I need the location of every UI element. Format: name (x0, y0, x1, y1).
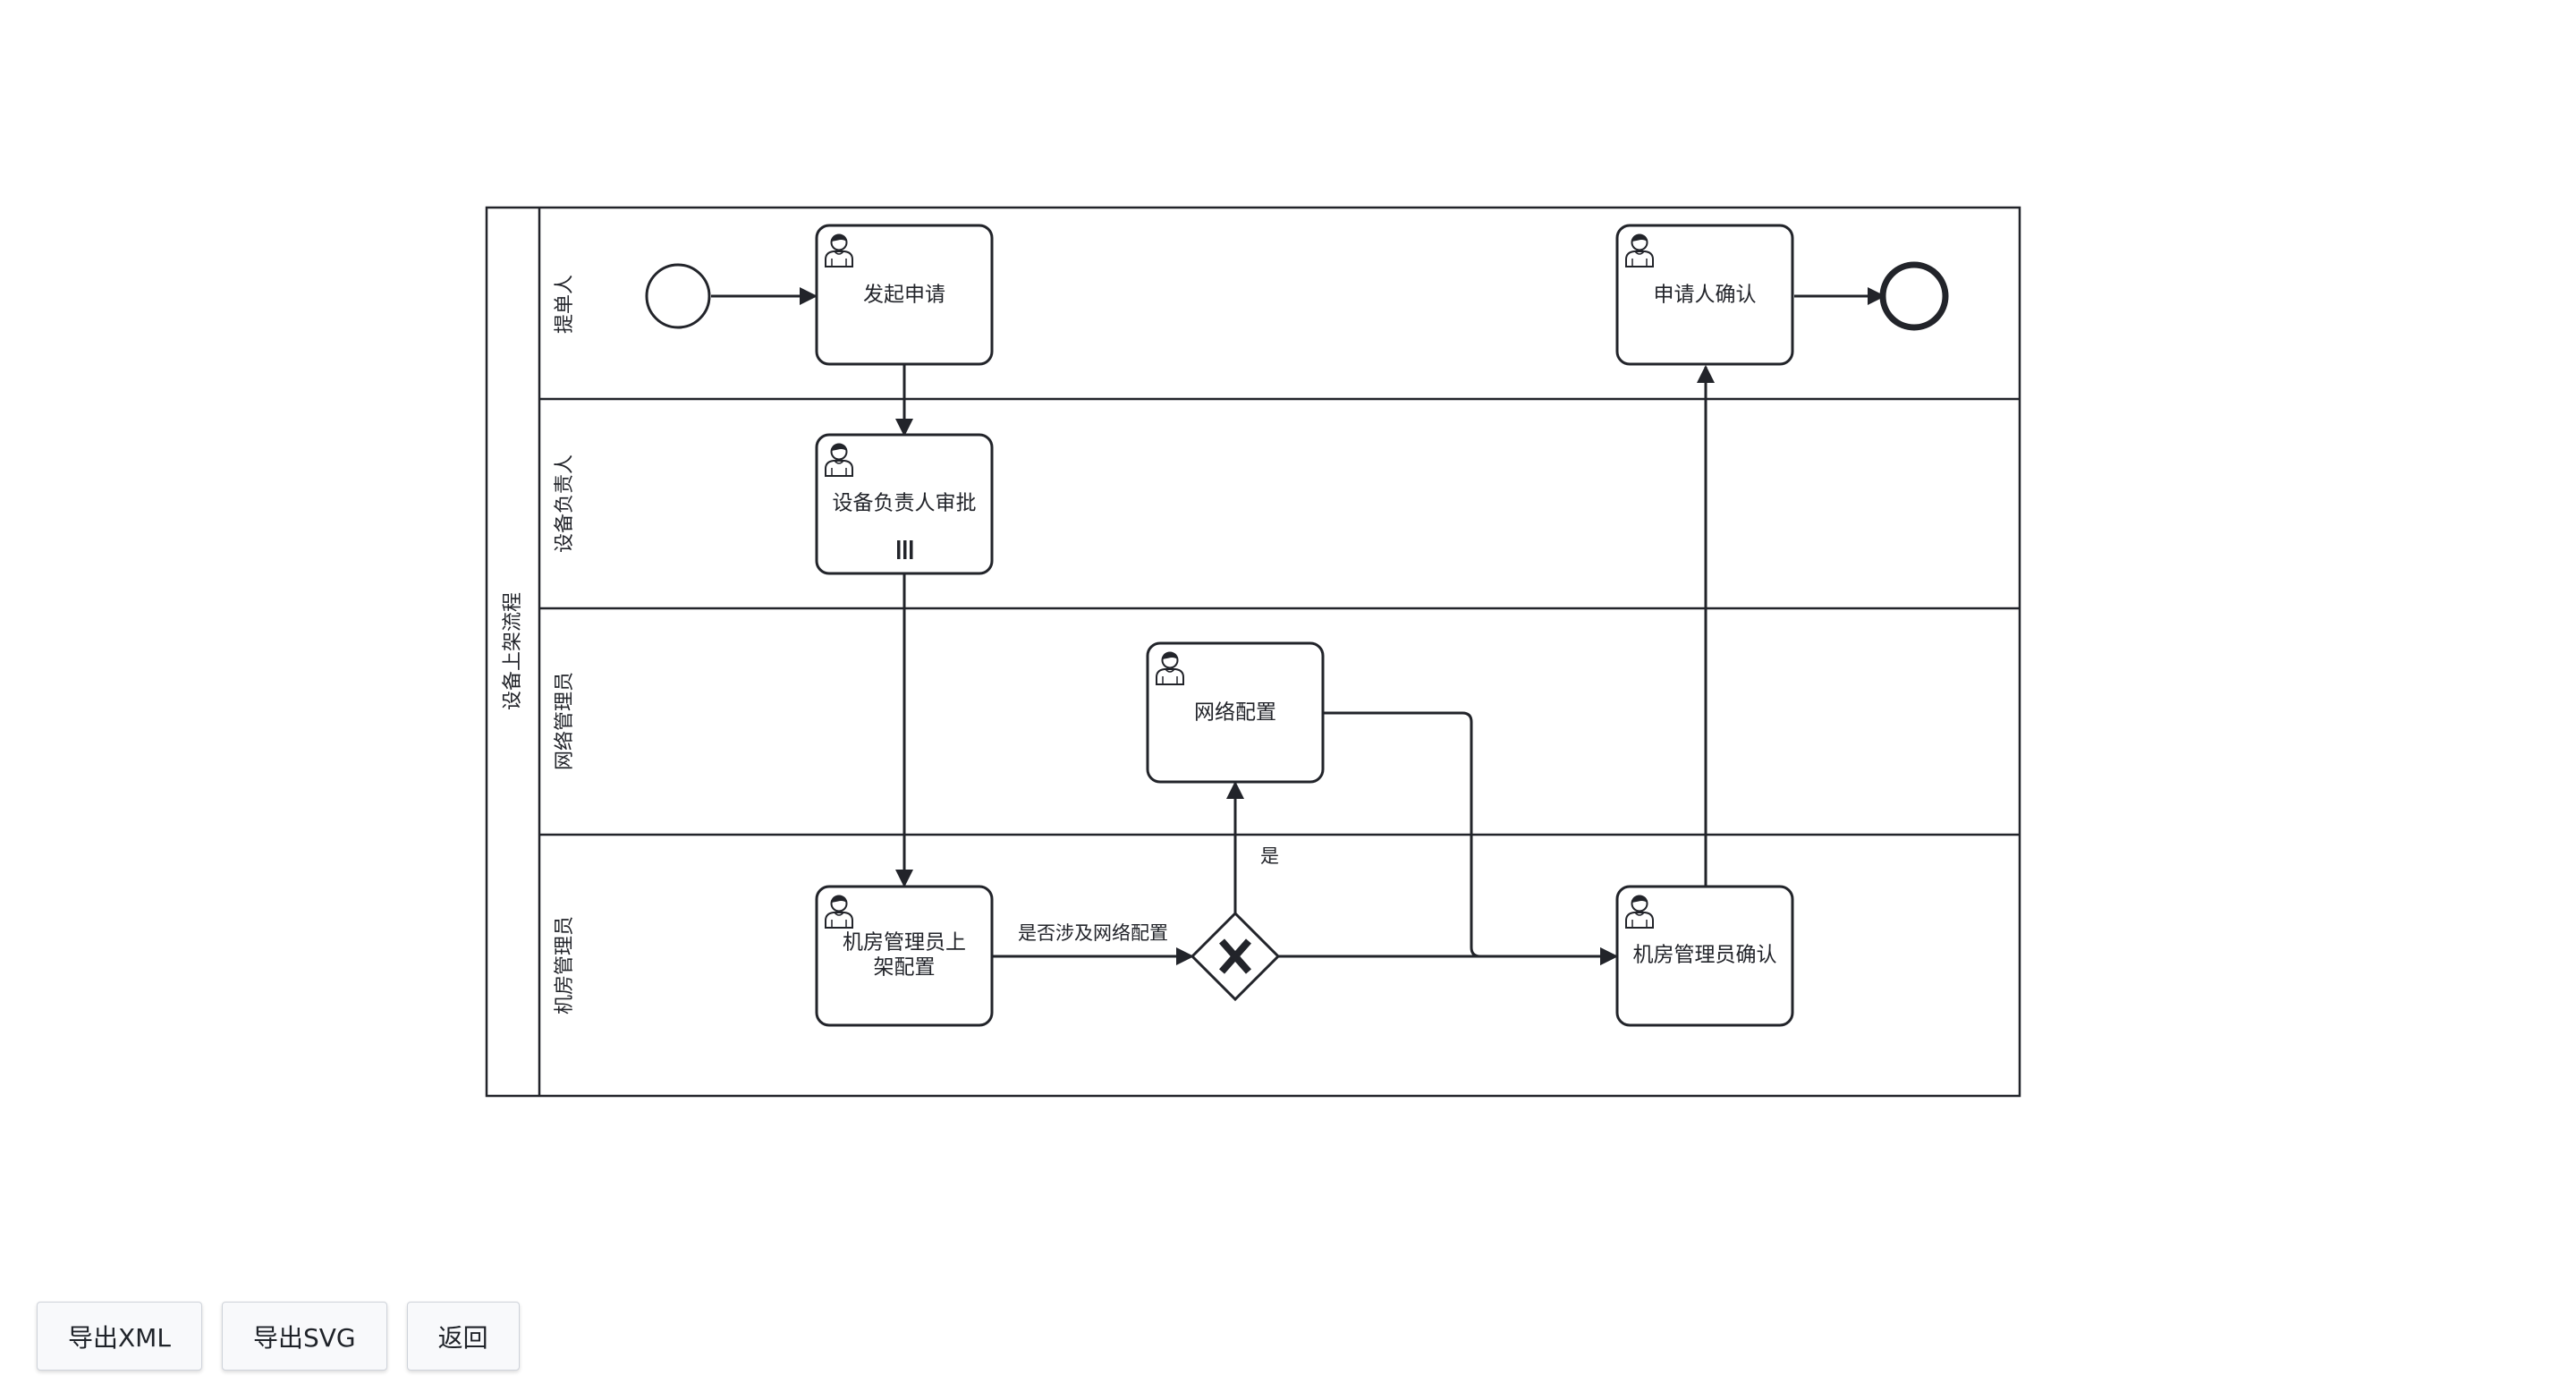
task-label: 机房管理员确认 (1633, 944, 1777, 967)
lane-label-room-admin: 机房管理员 (554, 916, 576, 1014)
task-label-line-1: 机房管理员上 (843, 931, 966, 955)
back-button[interactable]: 返回 (406, 1302, 520, 1371)
task-submit[interactable]: 发起申请 (815, 224, 994, 366)
lane-label-network-admin: 网络管理员 (554, 672, 576, 770)
task-label: 发起申请 (863, 284, 945, 307)
task-label: 设备负责人审批 (833, 492, 977, 515)
task-box (1146, 641, 1325, 784)
flow-label-gateway-question: 是否涉及网络配置 (1018, 922, 1168, 944)
task-room-confirm[interactable]: 机房管理员确认 (1615, 885, 1794, 1027)
export-svg-button[interactable]: 导出SVG (221, 1302, 387, 1371)
pool-label: 设备上架流程 (502, 592, 524, 710)
toolbar: 导出XML 导出SVG 返回 (37, 1302, 520, 1371)
task-box (815, 224, 994, 366)
task-box (1615, 885, 1794, 1027)
multi-instance-icon (897, 540, 913, 559)
task-rack-config[interactable]: 机房管理员上 架配置 (815, 885, 994, 1027)
task-label: 申请人确认 (1654, 284, 1757, 307)
lane-label-requester: 提单人 (554, 275, 576, 334)
lane-label-device-owner: 设备负责人 (554, 454, 576, 553)
task-requester-confirm[interactable]: 申请人确认 (1615, 224, 1794, 366)
task-box (815, 433, 994, 575)
task-box (815, 885, 994, 1027)
start-event[interactable] (645, 263, 711, 329)
end-event[interactable] (1879, 261, 1949, 331)
task-owner-approval[interactable]: 设备负责人审批 (815, 433, 994, 575)
export-xml-button[interactable]: 导出XML (37, 1302, 202, 1371)
task-label-line-2: 架配置 (874, 956, 936, 980)
flow-network-config-to-room-confirm[interactable] (1322, 711, 1618, 965)
task-box (1615, 224, 1794, 366)
gateway-x-icon (1219, 938, 1251, 974)
exclusive-gateway[interactable] (1190, 911, 1281, 1002)
task-network-config[interactable]: 网络配置 (1146, 641, 1325, 784)
flow-label-yes: 是 (1260, 845, 1279, 867)
task-label: 网络配置 (1194, 701, 1276, 725)
